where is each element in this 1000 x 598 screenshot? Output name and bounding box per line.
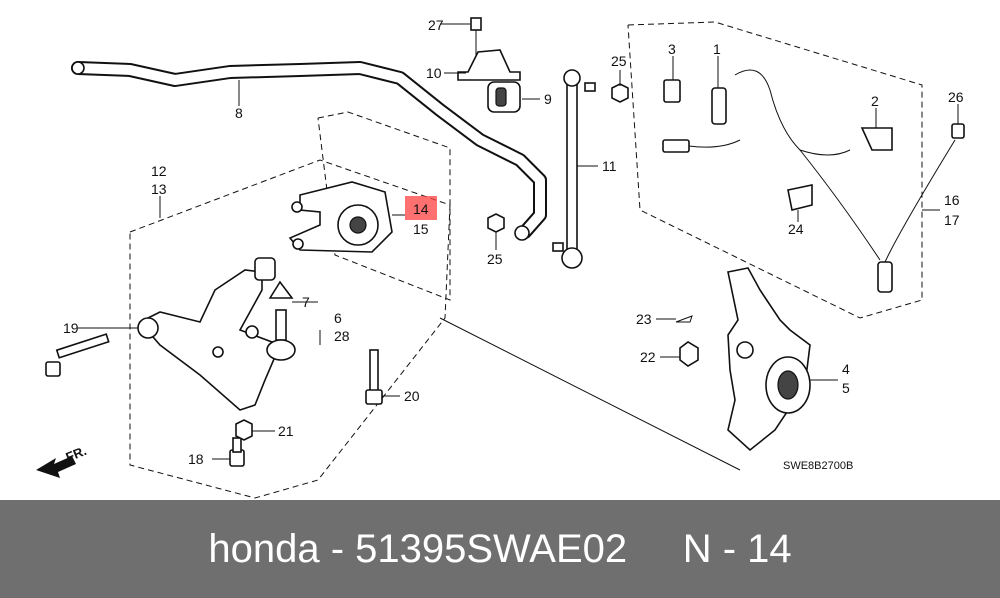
sensor-harness-icon: [734, 69, 881, 261]
callout-27: 27: [428, 17, 444, 33]
callout-6: 6: [334, 310, 342, 326]
front-direction-label: FR.: [64, 443, 89, 465]
stabilizer-bar-end-icon: [71, 61, 85, 75]
bolt-27-icon: [470, 17, 482, 31]
clip-24-icon: [787, 184, 813, 211]
callout-26: 26: [948, 89, 964, 105]
callout-14: 14: [413, 201, 429, 217]
callout-20: 20: [404, 388, 420, 404]
nut-22-icon: [679, 341, 699, 367]
callout-28: 28: [334, 328, 350, 344]
callout-11: 11: [602, 158, 617, 174]
lower-arm-icon: [138, 269, 282, 411]
callout-5: 5: [842, 380, 850, 396]
group-box-lower-arm: [129, 159, 451, 499]
callout-25-lower: 25: [487, 251, 503, 267]
bolt-26-icon: [951, 123, 965, 139]
bolt-20-icon: [369, 349, 379, 393]
callout-25-upper: 25: [611, 53, 627, 69]
callout-2: 2: [871, 93, 879, 109]
callout-4: 4: [842, 361, 850, 377]
callout-15: 15: [413, 221, 429, 237]
callout-23: 23: [636, 311, 652, 327]
callout-1: 1: [713, 41, 721, 57]
clip-2-icon: [860, 127, 893, 151]
callout-12: 12: [151, 163, 167, 179]
footer-bar: honda - 51395SWAE02 N - 14: [0, 500, 1000, 598]
callout-24: 24: [788, 221, 804, 237]
parts-diagram: FR. 27 10 9 8 25 3 1 2: [36, 17, 965, 499]
bushing-holder-icon: [457, 49, 521, 81]
callout-7: 7: [302, 294, 310, 310]
callout-17: 17: [944, 212, 960, 228]
callout-8: 8: [235, 105, 243, 121]
callout-3: 3: [668, 41, 676, 57]
nut-21-icon: [235, 419, 253, 441]
callout-22: 22: [640, 349, 656, 365]
callout-16: 16: [944, 192, 960, 208]
ball-joint-icon: [268, 280, 294, 299]
callout-19: 19: [63, 320, 79, 336]
nut-25-lower-icon: [487, 213, 505, 233]
callout-13: 13: [151, 181, 167, 197]
leader-knuckle: [439, 317, 741, 471]
front-direction-arrow-icon: [36, 456, 76, 478]
nut-25-upper-icon: [611, 83, 629, 103]
cotter-pin-23-icon: [675, 315, 693, 323]
clip-3-icon: [663, 79, 681, 103]
bolt-19-icon: [55, 333, 110, 359]
sensor-16-icon: [877, 261, 893, 293]
callout-21: 21: [278, 423, 294, 439]
stabilizer-link-icon: [566, 71, 578, 263]
highlight-box-14: [405, 196, 437, 220]
footer-part-number: honda - 51395SWAE02 N - 14: [208, 527, 792, 571]
callout-10: 10: [426, 65, 442, 81]
callout-18: 18: [188, 451, 204, 467]
diagram-code: SWE8B2700B: [783, 460, 853, 472]
group-box-bushing: [317, 111, 451, 301]
sensor-1-icon: [711, 87, 727, 125]
callout-9: 9: [544, 91, 552, 107]
